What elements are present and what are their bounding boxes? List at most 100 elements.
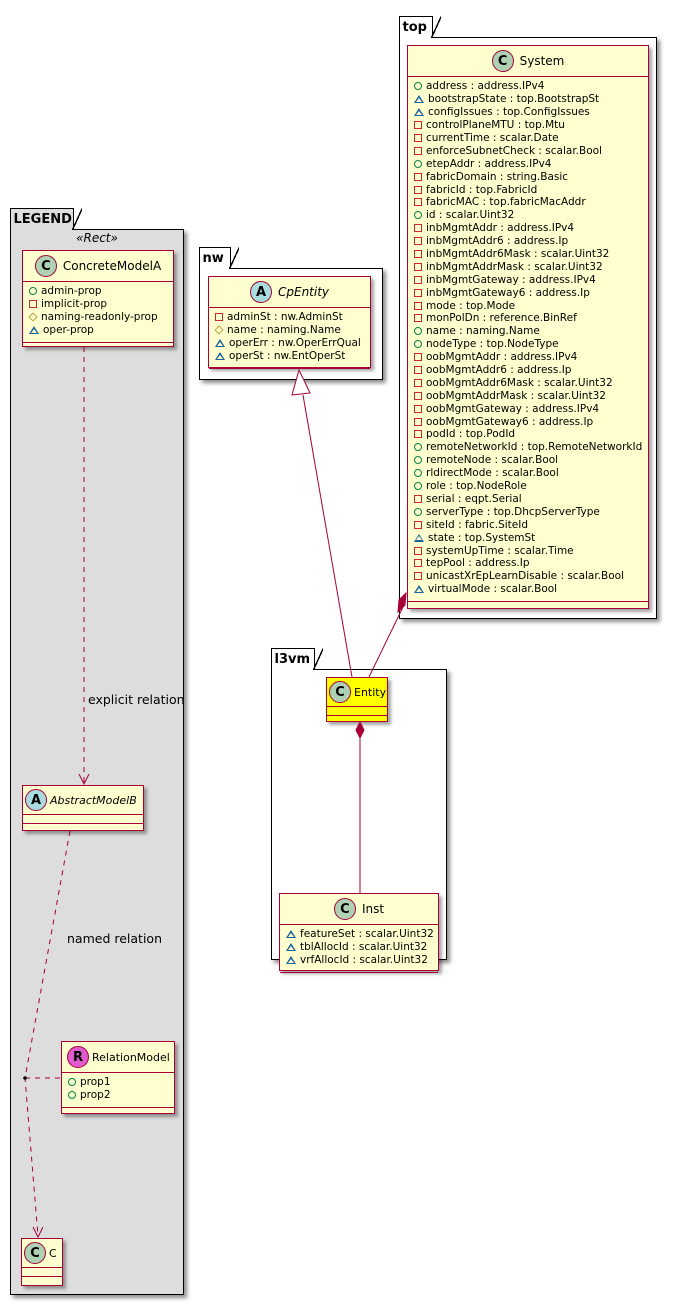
public-visibility-icon	[414, 482, 422, 491]
class-name: ConcreteModelA	[62, 259, 162, 273]
attributes-compartment	[22, 1268, 62, 1277]
package-visibility-icon	[286, 956, 296, 965]
attribute-text: admin-prop	[41, 285, 102, 298]
public-visibility-icon	[414, 456, 422, 465]
attribute-row: etepAddr : address.IPv4	[414, 157, 642, 170]
attribute-row: monPolDn : reference.BinRef	[414, 312, 642, 325]
attribute-row: featureSet : scalar.Uint32	[286, 928, 434, 941]
attribute-text: vrfAllocId : scalar.Uint32	[300, 954, 428, 967]
attribute-row: name : naming.Name	[414, 325, 642, 338]
attribute-row: operSt : nw.EntOperSt	[215, 350, 364, 363]
private-visibility-icon	[414, 121, 422, 130]
attribute-text: inbMgmtAddr6 : address.Ip	[426, 235, 569, 248]
attribute-text: role : top.NodeRole	[426, 480, 527, 493]
package-visibility-icon	[414, 533, 424, 542]
attribute-row: naming-readonly-prop	[28, 311, 167, 324]
public-visibility-icon	[414, 327, 422, 336]
private-visibility-icon	[414, 353, 422, 362]
attribute-row: podId : top.PodId	[414, 428, 642, 441]
package-legend-tab: LEGEND	[9, 207, 82, 230]
private-visibility-icon	[414, 185, 422, 194]
attribute-text: etepAddr : address.IPv4	[426, 157, 552, 170]
private-visibility-icon	[414, 198, 422, 207]
class-name: RelationModel	[92, 1050, 170, 1064]
class-c[interactable]: C C	[21, 1238, 63, 1286]
attribute-text: siteId : fabric.SiteId	[426, 518, 529, 531]
attribute-text: tblAllocId : scalar.Uint32	[300, 941, 428, 954]
named-relation-label: named relation	[67, 931, 162, 946]
private-visibility-icon	[414, 546, 422, 555]
attribute-text: id : scalar.Uint32	[426, 209, 515, 222]
class-c-icon: C	[329, 681, 351, 703]
attribute-text: oper-prop	[43, 324, 94, 337]
methods-compartment	[62, 1108, 174, 1114]
attribute-text: fabricDomain : string.Basic	[426, 170, 569, 183]
attribute-text: prop2	[80, 1089, 111, 1102]
private-visibility-icon	[215, 313, 223, 322]
attribute-text: controlPlaneMTU : top.Mtu	[426, 119, 565, 132]
attribute-row: currentTime : scalar.Date	[414, 132, 642, 145]
class-abstract-header: A AbstractModelB	[23, 786, 143, 815]
attribute-text: address : address.IPv4	[426, 80, 545, 93]
public-visibility-icon	[414, 340, 422, 349]
attribute-row: fabricId : top.FabricId	[414, 183, 642, 196]
attribute-text: monPolDn : reference.BinRef	[426, 312, 577, 325]
private-visibility-icon	[414, 378, 422, 387]
attribute-text: operSt : nw.EntOperSt	[229, 350, 346, 363]
attribute-row: remoteNetworkId : top.RemoteNetworkId	[414, 441, 642, 454]
attribute-text: bootstrapState : top.BootstrapSt	[428, 93, 600, 106]
attribute-row: inbMgmtGateway : address.IPv4	[414, 273, 642, 286]
private-visibility-icon	[414, 237, 422, 246]
private-visibility-icon	[414, 275, 422, 284]
class-c-icon: C	[34, 255, 57, 277]
attribute-text: currentTime : scalar.Date	[426, 132, 559, 144]
attribute-text: inbMgmtGateway6 : address.Ip	[426, 286, 590, 299]
attribute-row: adminSt : nw.AdminSt	[215, 311, 364, 324]
attribute-text: oobMgmtGateway6 : address.Ip	[426, 415, 594, 428]
methods-compartment	[23, 824, 143, 832]
attribute-row: configIssues : top.ConfigIssues	[414, 106, 642, 119]
attribute-text: serial : eqpt.Serial	[426, 492, 522, 505]
attribute-text: unicastXrEpLearnDisable : scalar.Bool	[426, 570, 625, 583]
attribute-row: systemUpTime : scalar.Time	[414, 544, 642, 557]
private-visibility-icon	[414, 288, 422, 297]
attribute-text: name : naming.Name	[227, 324, 341, 337]
class-cpentity-header: A CpEntity	[209, 277, 370, 308]
attribute-row: inbMgmtAddr : address.IPv4	[414, 222, 642, 235]
attribute-row: rldirectMode : scalar.Bool	[414, 467, 642, 480]
attribute-row: serverType : top.DhcpServerType	[414, 505, 642, 518]
attribute-text: implicit-prop	[41, 298, 108, 311]
attribute-row: prop1	[68, 1076, 168, 1089]
package-l3vm-tab: l3vm	[270, 647, 323, 670]
attribute-row: tepPool : address.Ip	[414, 557, 642, 570]
public-visibility-icon	[68, 1091, 76, 1100]
attribute-row: prop2	[68, 1089, 168, 1102]
public-visibility-icon	[29, 287, 37, 296]
class-name: System	[519, 54, 565, 68]
class-name: CpEntity	[277, 285, 330, 299]
attribute-row: virtualMode : scalar.Bool	[414, 583, 642, 596]
attribute-row: oobMgmtGateway : address.IPv4	[414, 402, 642, 415]
private-visibility-icon	[414, 301, 422, 310]
class-name: Entity	[354, 685, 387, 699]
attribute-row: role : top.NodeRole	[414, 480, 642, 493]
package-visibility-icon	[286, 930, 296, 939]
private-visibility-icon	[414, 172, 422, 181]
attribute-text: podId : top.PodId	[426, 428, 516, 441]
attribute-row: oobMgmtGateway6 : address.Ip	[414, 415, 642, 428]
attribute-row: inbMgmtAddr6 : address.Ip	[414, 235, 642, 248]
public-visibility-icon	[414, 469, 422, 478]
private-visibility-icon	[414, 391, 422, 400]
methods-compartment	[209, 369, 370, 375]
methods-compartment	[327, 716, 387, 724]
class-abstract-model-b[interactable]: A AbstractModelB	[22, 785, 144, 831]
attribute-text: oobMgmtAddrMask : scalar.Uint32	[426, 389, 606, 402]
class-entity[interactable]: C Entity	[326, 677, 388, 722]
attribute-row: oobMgmtAddr : address.IPv4	[414, 351, 642, 364]
